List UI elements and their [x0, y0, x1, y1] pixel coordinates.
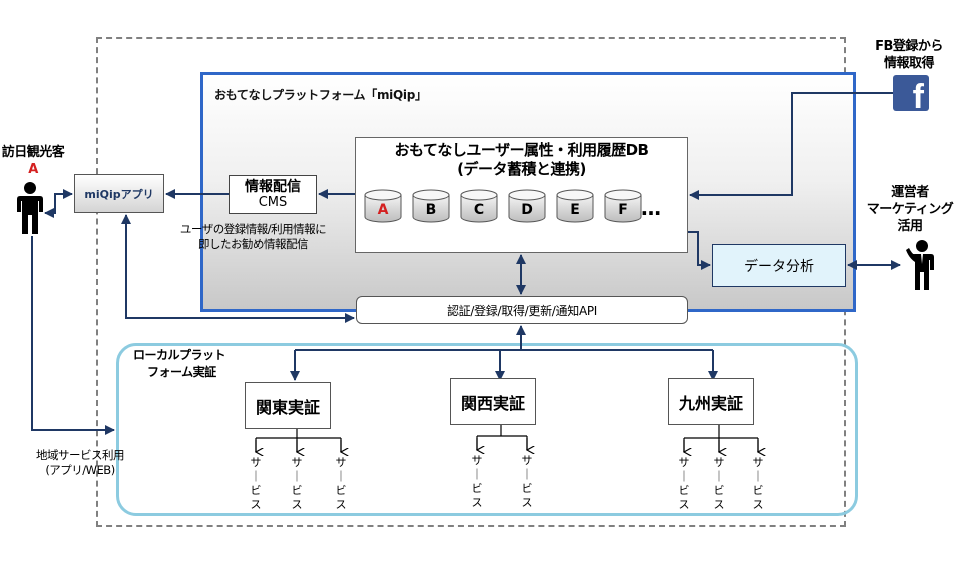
- operator-label: 運営者 マーケティング 活用: [866, 185, 954, 234]
- tourist-id: A: [28, 162, 38, 177]
- region-kyushu-box: 九州実証: [668, 378, 754, 425]
- data-analysis-label: データ分析: [744, 258, 814, 275]
- service-label: サ｜ビス: [471, 454, 483, 509]
- region-kyushu-label: 九州実証: [678, 393, 743, 413]
- platform-title: おもてなしプラットフォーム「miQip」: [214, 88, 427, 102]
- db-store-label: D: [521, 202, 533, 218]
- region-kanto-label: 関東実証: [255, 397, 320, 417]
- database-cylinder-icon: [508, 189, 546, 223]
- db-store-a: A: [363, 188, 403, 228]
- miqip-app-box: miQipアプリ: [74, 174, 164, 213]
- local-platform: [116, 343, 858, 516]
- operator-person-icon: [906, 240, 934, 290]
- db-store-label: C: [473, 202, 485, 218]
- service-label: サ｜ビス: [752, 456, 764, 511]
- local-platform-title: ローカルプラット フォーム実証: [133, 348, 226, 379]
- cms-title: 情報配信: [245, 178, 301, 195]
- db-more-ellipsis: …: [641, 196, 662, 220]
- database-cylinder-icon: [364, 189, 402, 223]
- api-box: 認証/登録/取得/更新/通知API: [356, 296, 688, 324]
- database-cylinder-icon: [412, 189, 450, 223]
- cms-subtitle: CMS: [258, 194, 288, 210]
- database-cylinder-icon: [556, 189, 594, 223]
- db-title: おもてなしユーザー属性・利用履歴DB (データ蓄積と連携): [394, 141, 650, 178]
- service-label: サ｜ビス: [291, 456, 303, 511]
- cms-box: 情報配信 CMS: [229, 175, 317, 214]
- db-store-c: C: [459, 188, 499, 228]
- tourist-app-link: [44, 189, 73, 218]
- db-store-b: B: [411, 188, 451, 228]
- region-kansai-label: 関西実証: [460, 393, 525, 413]
- cms-caption: ユーザの登録情報/利用情報に 即したお勧め情報配信: [179, 222, 327, 251]
- facebook-icon: f: [893, 75, 929, 111]
- data-analysis-box: データ分析: [712, 244, 846, 287]
- db-store-d: D: [507, 188, 547, 228]
- region-kanto-box: 関東実証: [245, 382, 331, 429]
- db-store-f: F: [603, 188, 643, 228]
- db-store-label: A: [377, 202, 389, 218]
- api-label: 認証/登録/取得/更新/通知API: [446, 303, 598, 318]
- miqip-app-label: miQipアプリ: [84, 187, 154, 201]
- facebook-label: FB登録から 情報取得: [875, 39, 943, 71]
- database-cylinder-icon: [604, 189, 642, 223]
- db-store-e: E: [555, 188, 595, 228]
- region-kansai-box: 関西実証: [450, 378, 536, 425]
- db-store-label: B: [425, 202, 437, 218]
- db-store-label: F: [618, 202, 628, 218]
- service-label: サ｜ビス: [713, 456, 725, 511]
- service-label: サ｜ビス: [521, 454, 533, 509]
- service-label: サ｜ビス: [678, 456, 690, 511]
- database-cylinder-icon: [460, 189, 498, 223]
- tourist-label: 訪日観光客 A: [1, 145, 65, 177]
- tourist-person-icon: [17, 182, 43, 234]
- db-store-label: E: [570, 202, 580, 218]
- service-label: サ｜ビス: [335, 456, 347, 511]
- service-label: サ｜ビス: [250, 456, 262, 511]
- regional-service-caption: 地域サービス利用 (アプリ/WEB): [36, 448, 125, 477]
